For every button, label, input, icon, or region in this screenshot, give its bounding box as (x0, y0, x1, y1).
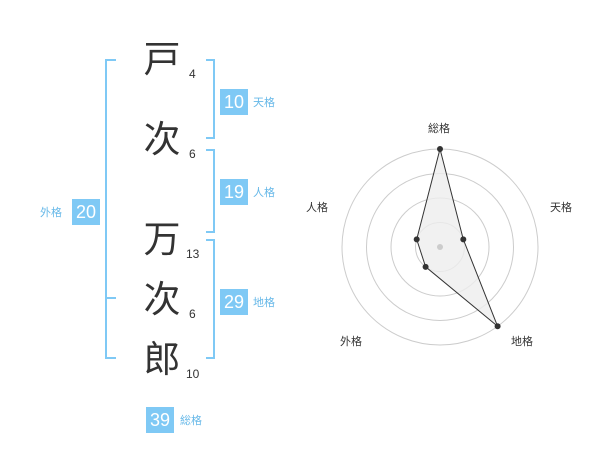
jinkaku-bracket (206, 149, 215, 233)
radar-axis-label-5: 人格 (306, 201, 328, 214)
gaikaku-label: 外格 (40, 206, 62, 219)
radar-point-3 (494, 323, 501, 330)
radar-axis-label-4: 外格 (340, 335, 362, 348)
stroke-count-5: 10 (186, 367, 200, 381)
radar-point-4 (422, 263, 429, 270)
stroke-count-3: 13 (186, 247, 200, 261)
stroke-count-2: 6 (189, 147, 196, 161)
radar-axis-label-3: 地格 (511, 335, 533, 348)
chikaku-label: 地格 (253, 296, 275, 309)
soukaku-value: 39 (146, 407, 174, 433)
radar-axis-label-2: 天格 (550, 201, 572, 214)
name-char-5: 郎 (143, 338, 181, 381)
radar-series-polygon (416, 148, 499, 327)
gaikaku-value: 20 (72, 199, 100, 225)
name-char-2: 次 (143, 118, 181, 161)
tenkaku-label: 天格 (253, 96, 275, 109)
radar-point-2 (460, 236, 467, 243)
stroke-count-4: 6 (189, 307, 196, 321)
name-char-1: 戸 (143, 38, 181, 81)
name-char-3: 万 (143, 218, 181, 261)
radar-center-point (437, 244, 443, 250)
fortune-radar-chart (341, 146, 539, 346)
gaikaku-bracket (105, 59, 116, 359)
jinkaku-value: 19 (220, 179, 248, 205)
radar-point-1 (437, 146, 443, 152)
tenkaku-value: 10 (220, 89, 248, 115)
name-char-4: 次 (143, 278, 181, 321)
chikaku-value: 29 (220, 289, 248, 315)
tenkaku-bracket (206, 59, 215, 139)
chikaku-bracket (206, 239, 215, 359)
stroke-count-1: 4 (189, 67, 196, 81)
radar-point-5 (413, 236, 420, 243)
radar-axis-label-1: 総格 (428, 122, 450, 135)
soukaku-label: 総格 (180, 414, 202, 427)
jinkaku-label: 人格 (253, 186, 275, 199)
